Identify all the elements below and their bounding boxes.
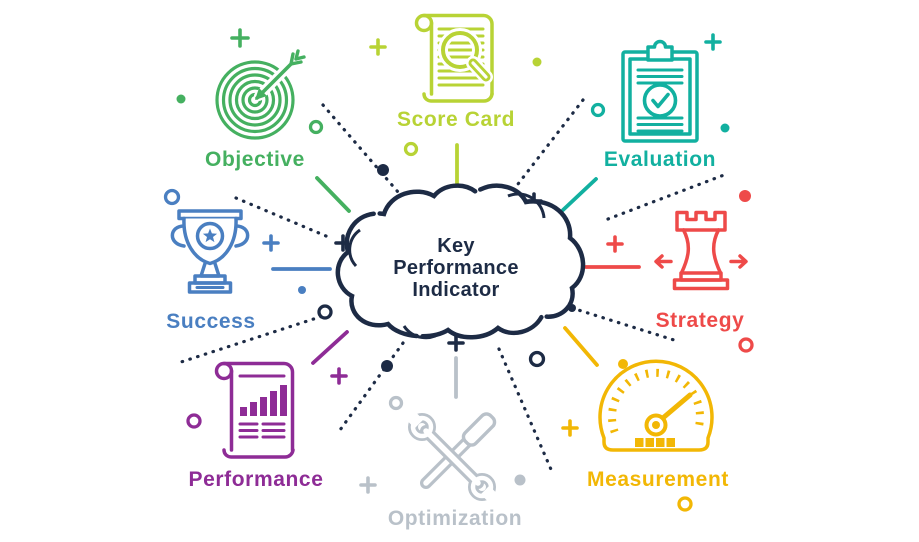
connector-rays [176, 98, 726, 476]
node-evaluation: Evaluation [604, 39, 716, 171]
ring-dot [738, 337, 754, 353]
accents-yellow [561, 326, 693, 512]
star-emblem [202, 228, 218, 243]
chess-rook-icon [654, 210, 748, 291]
node-optimization: Optimization [388, 409, 522, 530]
clipboard-lines [636, 68, 684, 133]
document-magnifier-icon [414, 13, 494, 103]
objective-label: Objective [205, 148, 305, 171]
node-strategy: Strategy [654, 210, 748, 332]
accents-lime [369, 38, 542, 188]
bar-chart-scroll-icon [214, 361, 295, 459]
plus-mark [230, 28, 250, 48]
strategy-label: Strategy [656, 309, 745, 332]
dot [720, 123, 730, 133]
cloud-inner-arc [507, 192, 546, 219]
plus-mark [606, 235, 624, 253]
bar-chart-bars [240, 385, 287, 416]
dot [618, 359, 628, 369]
dot [739, 190, 751, 202]
success-label: Success [166, 310, 255, 333]
ring-dot [186, 413, 202, 429]
ray-performance [338, 341, 405, 432]
ray-evaluation [506, 98, 585, 199]
accents-teal [561, 33, 730, 212]
performance-label: Performance [189, 468, 324, 491]
ray-dot [377, 164, 389, 176]
plus-mark [359, 476, 377, 494]
ring-dot [403, 141, 419, 157]
ring-dot [388, 395, 404, 411]
line-segment [315, 176, 351, 213]
node-score-card: Score Card [397, 13, 515, 131]
clipboard-check-icon [621, 39, 699, 143]
accents-purple [186, 330, 349, 429]
node-performance: Performance [189, 361, 324, 491]
cloud-text-line2: Performance [393, 257, 519, 279]
ring-dot [317, 304, 333, 320]
node-objective: Objective [205, 49, 306, 171]
score-card-label: Score Card [397, 108, 515, 131]
node-success: Success [166, 209, 255, 333]
ring-dot [163, 188, 181, 206]
plus-mark [704, 33, 722, 51]
hammer-head [461, 412, 497, 447]
kpi-cloud: Key Performance Indicator [335, 183, 586, 340]
arrow-right [729, 254, 748, 269]
wrench-hammer-icon [404, 409, 500, 505]
ray-objective [321, 103, 400, 194]
dot [176, 94, 186, 104]
ring-dot [308, 119, 324, 135]
plus-mark [447, 334, 465, 352]
target-arrow-icon [215, 49, 306, 140]
plus-mark [262, 234, 280, 252]
line-segment [561, 177, 598, 212]
measurement-label: Measurement [587, 468, 729, 491]
trophy-icon [170, 209, 250, 294]
ray-success-upper [234, 196, 328, 238]
dot [532, 57, 542, 67]
accents-red [584, 190, 754, 353]
ring-dot [590, 102, 606, 118]
cloud-text-line3: Indicator [412, 279, 499, 301]
gauge-squares [635, 438, 675, 447]
ray-measurement [497, 347, 555, 476]
scroll-lines [238, 422, 286, 439]
accents-blue [163, 188, 332, 294]
evaluation-label: Evaluation [604, 148, 716, 171]
node-measurement: Measurement [587, 359, 729, 491]
ray-dot [381, 360, 393, 372]
cloud-text-line1: Key [437, 235, 475, 257]
plus-mark [369, 38, 387, 56]
plus-mark [330, 367, 348, 385]
dot [298, 286, 306, 294]
cloud-inner-arc [348, 228, 361, 268]
cloud-inner-arc [402, 325, 443, 340]
accents-gray [359, 356, 526, 494]
dot [514, 474, 526, 486]
optimization-label: Optimization [388, 507, 522, 530]
ring-dot [528, 350, 546, 368]
line-segment [311, 330, 349, 365]
ray-strategy-lower [570, 306, 676, 342]
plus-mark [561, 419, 579, 437]
accents-green [176, 28, 351, 213]
ring-dot [677, 496, 693, 512]
line-segment [563, 326, 599, 367]
arrow-left [654, 254, 673, 269]
gauge-icon [598, 359, 714, 452]
cloud-outline [335, 183, 586, 340]
